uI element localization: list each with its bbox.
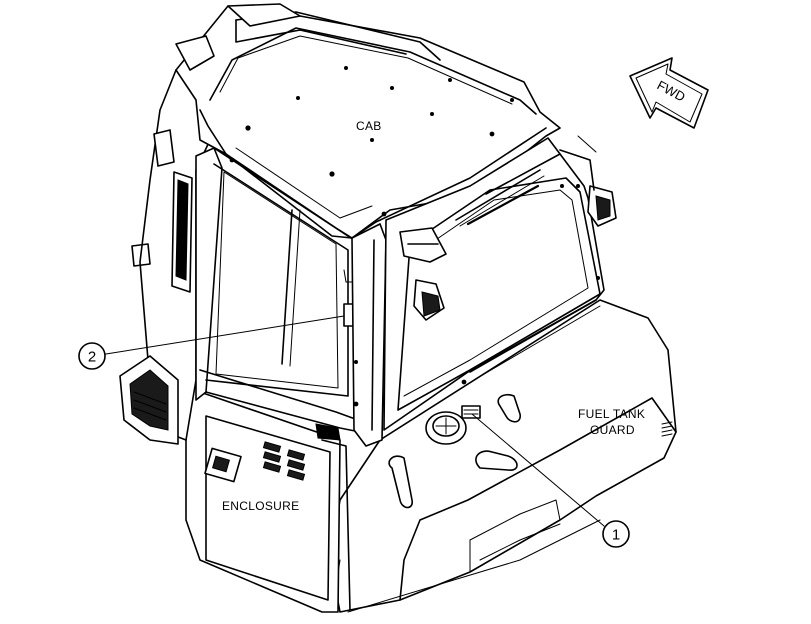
machine-lower-body — [329, 299, 677, 613]
cab-label: CAB — [356, 119, 382, 133]
callout-1-number: 1 — [612, 527, 620, 544]
fwd-arrow-icon: FWD — [629, 57, 709, 129]
callout-1: 1 — [602, 520, 630, 548]
leader-lines — [105, 315, 605, 527]
fuel-tank-guard-label-line2: GUARD — [590, 423, 635, 437]
cab-right-side — [381, 135, 617, 431]
callout-2-number: 2 — [88, 349, 96, 366]
enclosure-label: ENCLOSURE — [222, 499, 299, 513]
callout-2: 2 — [78, 342, 106, 370]
enclosure-panel — [185, 379, 351, 613]
cab-left-side — [119, 69, 211, 445]
cab-front-frame — [195, 147, 387, 447]
cab-roof — [175, 3, 561, 239]
enclosure-vents — [262, 441, 306, 481]
fuel-tank-guard-label-line1: FUEL TANK — [578, 407, 645, 421]
